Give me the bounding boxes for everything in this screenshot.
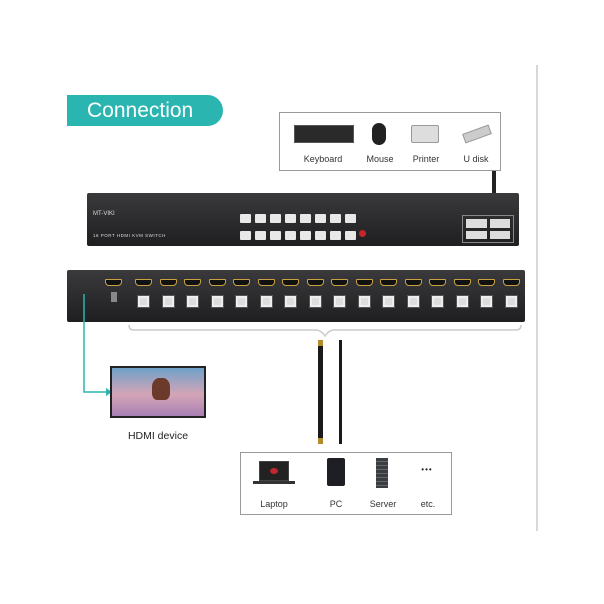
usb-b-port	[137, 295, 150, 308]
port-select-button[interactable]	[285, 231, 296, 240]
usb-b-port	[333, 295, 346, 308]
peripherals-box: Keyboard Mouse Printer U disk	[279, 112, 501, 171]
port-select-button[interactable]	[270, 214, 281, 223]
usb-b-port	[284, 295, 297, 308]
usb-b-port	[161, 295, 175, 308]
hdmi-out-port	[105, 279, 122, 286]
hdmi-in-port	[453, 279, 471, 286]
ports-brace	[128, 324, 522, 338]
usb-b-port	[455, 295, 469, 308]
peripheral-label: Printer	[412, 154, 440, 164]
port-select-button[interactable]	[240, 231, 251, 240]
usb-b-port	[480, 295, 493, 308]
computer-label: Laptop	[260, 499, 288, 509]
laptop-icon	[259, 461, 289, 481]
port-select-button[interactable]	[330, 214, 341, 223]
tv-icon	[110, 366, 206, 418]
hdmi-in-port	[380, 279, 397, 286]
usb-cable	[492, 171, 496, 195]
usb-b-port	[504, 295, 518, 308]
hotkey-button[interactable]	[359, 230, 366, 237]
port-select-button[interactable]	[345, 231, 356, 240]
pc-tower-icon	[327, 458, 345, 486]
usb-b-port	[308, 295, 322, 308]
keyboard-icon	[294, 125, 354, 143]
server-icon	[376, 458, 388, 488]
port-select-button[interactable]	[300, 214, 311, 223]
port-select-button[interactable]	[345, 214, 356, 223]
hdmi-in-port	[233, 279, 250, 286]
peripheral-label: Mouse	[366, 154, 394, 164]
peripheral-label: U disk	[463, 154, 489, 164]
ellipsis-icon: •••	[421, 465, 433, 474]
display-label: HDMI device	[127, 430, 189, 442]
usb-b-port	[235, 295, 248, 308]
peripheral-label: Keyboard	[303, 154, 343, 164]
usb-b-port	[406, 295, 420, 308]
port-select-button[interactable]	[270, 231, 281, 240]
hdmi-output-line	[83, 294, 112, 396]
hdmi-in-port	[208, 279, 226, 286]
hdmi-in-port	[135, 279, 152, 286]
port-button-grid	[240, 214, 360, 242]
usb-b-port	[259, 295, 273, 308]
hdmi-in-port	[184, 279, 201, 286]
usb-b-port	[357, 295, 371, 308]
usb-b-port	[186, 295, 199, 308]
port-select-button[interactable]	[300, 231, 311, 240]
kvm-switch-back	[67, 270, 525, 322]
usb-ports	[462, 215, 514, 243]
port-select-button[interactable]	[240, 214, 251, 223]
connection-heading: Connection	[67, 95, 223, 126]
printer-icon	[411, 125, 439, 143]
usb-b-port	[210, 295, 224, 308]
hdmi-in-port	[257, 279, 275, 286]
computers-box: ••• Laptop PC Server etc.	[240, 452, 452, 515]
input-ports	[135, 279, 521, 315]
hdmi-in-port	[355, 279, 373, 286]
power-port	[111, 292, 117, 302]
kvm-switch-front: MT-VIKI 16 PORT HDMI KVM SWITCH	[87, 193, 519, 246]
computer-label: etc.	[420, 499, 436, 509]
port-select-button[interactable]	[285, 214, 296, 223]
port-select-button[interactable]	[315, 214, 326, 223]
port-select-button[interactable]	[255, 214, 266, 223]
hdmi-in-port	[282, 279, 299, 286]
hdmi-in-port	[306, 279, 324, 286]
brand-logo: MT-VIKI	[93, 211, 115, 217]
hdmi-in-port	[159, 279, 177, 286]
mouse-icon	[372, 123, 386, 145]
hdmi-in-port	[502, 279, 520, 286]
usb-disk-icon	[462, 124, 492, 144]
hdmi-in-port	[404, 279, 422, 286]
hdmi-cable	[318, 340, 323, 444]
computer-label: PC	[329, 499, 343, 509]
model-label: 16 PORT HDMI KVM SWITCH	[93, 233, 166, 238]
port-select-button[interactable]	[330, 231, 341, 240]
usb-b-port	[382, 295, 395, 308]
port-select-button[interactable]	[255, 231, 266, 240]
hdmi-in-port	[478, 279, 495, 286]
usb-cable	[339, 340, 342, 444]
hdmi-in-port	[429, 279, 446, 286]
divider	[536, 65, 538, 531]
port-select-button[interactable]	[315, 231, 326, 240]
hdmi-in-port	[331, 279, 348, 286]
computer-label: Server	[369, 499, 397, 509]
usb-b-port	[431, 295, 444, 308]
